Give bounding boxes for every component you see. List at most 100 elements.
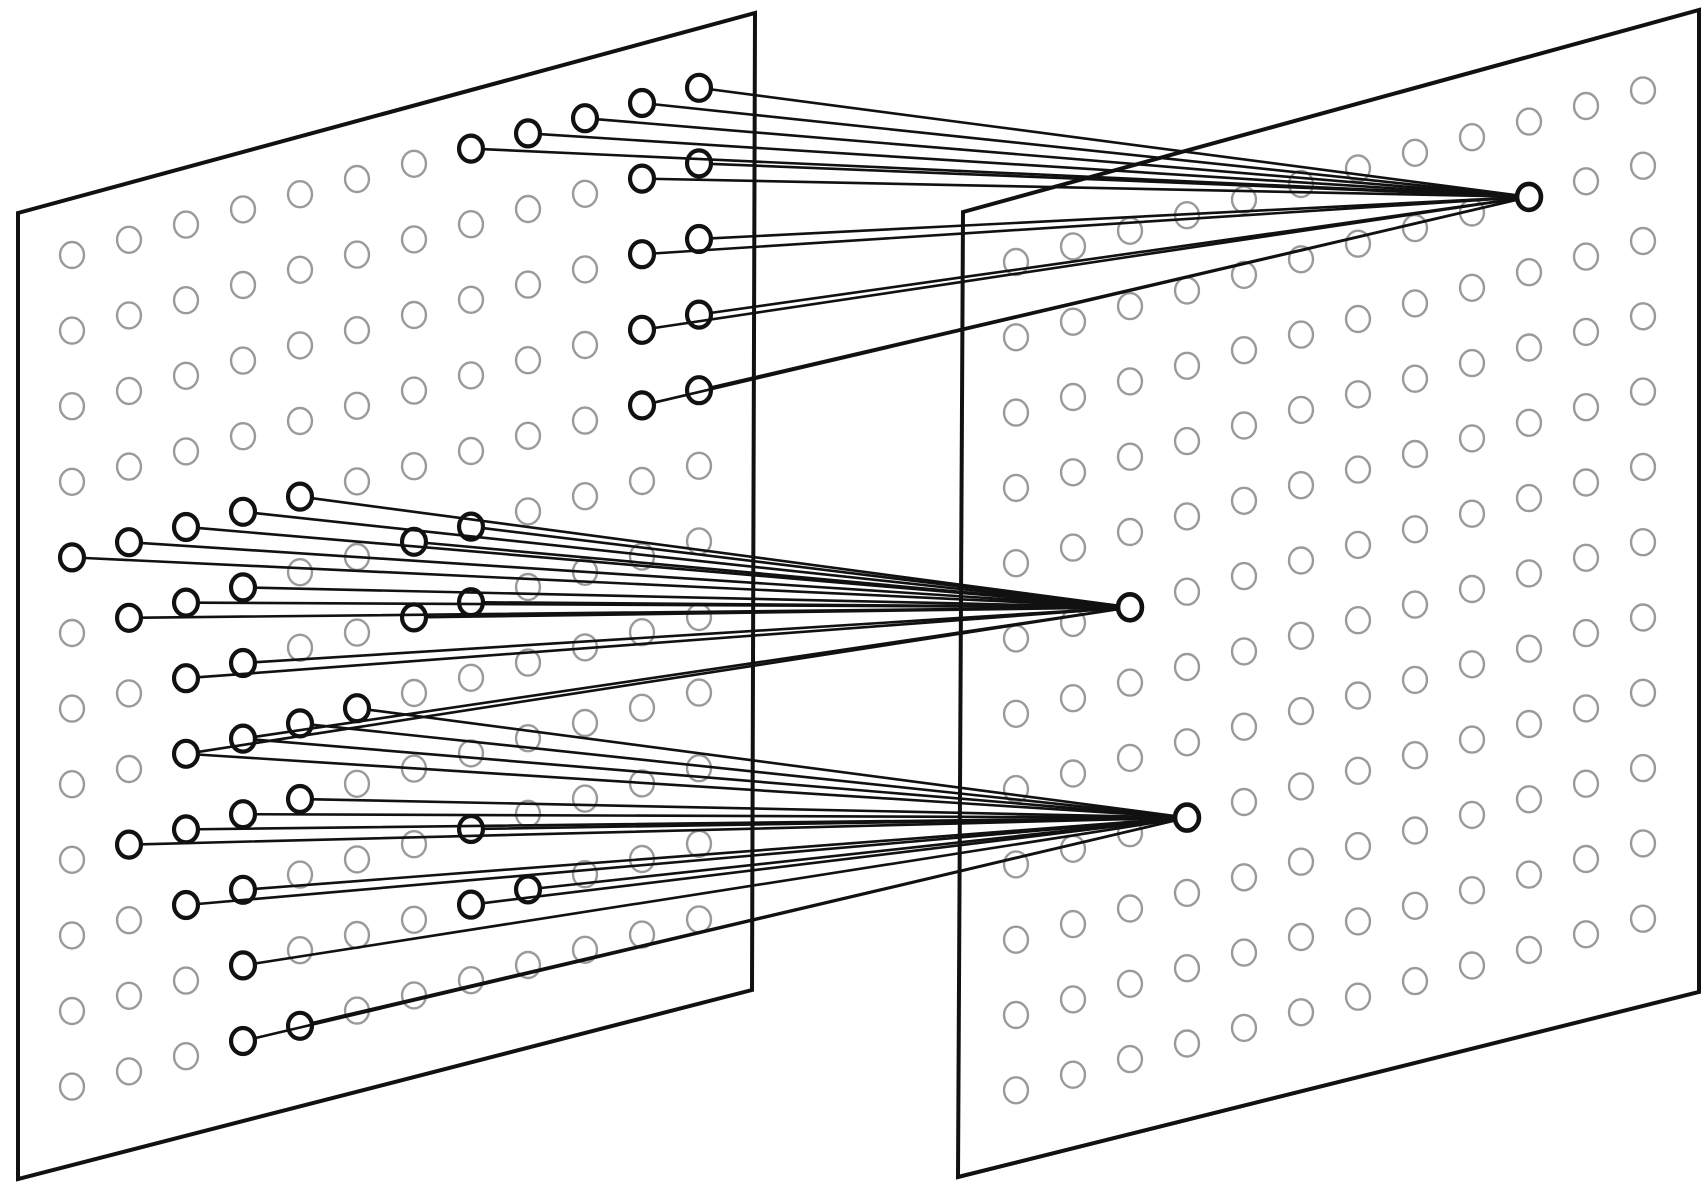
input-unit-active	[228, 647, 258, 679]
input-unit-active	[570, 103, 600, 134]
output-unit	[1002, 473, 1030, 503]
input-unit	[685, 602, 713, 632]
output-unit	[1401, 515, 1429, 544]
connection-line	[83, 556, 962, 601]
output-unit	[1230, 863, 1258, 892]
input-unit-active	[228, 1025, 258, 1057]
output-layer-plane	[955, 7, 1701, 1180]
input-unit-active	[171, 738, 201, 769]
input-unit-active	[456, 813, 486, 845]
output-unit	[1173, 502, 1201, 531]
input-unit-active	[627, 314, 657, 345]
input-unit	[115, 301, 143, 330]
input-unit-active	[171, 511, 201, 543]
input-layer-units	[57, 72, 714, 1101]
input-unit	[571, 330, 599, 360]
output-unit	[1287, 320, 1315, 349]
output-unit	[1629, 302, 1657, 331]
input-unit-active	[228, 950, 258, 981]
output-unit	[1344, 455, 1372, 484]
output-unit	[1230, 411, 1258, 440]
connection-line-on-output	[958, 818, 1176, 855]
connection-line-on-output	[958, 196, 1518, 228]
input-unit	[286, 255, 314, 284]
output-unit	[1458, 574, 1486, 604]
output-unit	[1002, 925, 1030, 954]
input-unit	[58, 996, 86, 1026]
output-unit	[1059, 533, 1087, 562]
output-unit	[1287, 546, 1315, 575]
connection-line-on-output	[958, 120, 1518, 197]
output-unit	[1572, 91, 1600, 121]
output-unit-target	[1514, 181, 1544, 213]
connection-line	[653, 177, 962, 187]
input-unit	[229, 270, 257, 300]
connection-line	[197, 526, 962, 595]
input-unit-active	[228, 723, 258, 754]
output-unit	[1515, 709, 1543, 739]
output-unit	[1572, 317, 1600, 347]
output-unit	[1629, 226, 1657, 256]
input-unit	[115, 679, 143, 708]
output-unit	[1572, 618, 1600, 648]
connection-line	[254, 631, 962, 738]
connection-line	[254, 738, 962, 800]
input-unit	[343, 391, 371, 420]
connection-line	[140, 541, 962, 598]
output-unit	[1344, 831, 1372, 861]
output-unit	[1230, 712, 1258, 741]
input-unit	[514, 648, 542, 677]
output-unit	[1230, 486, 1258, 515]
input-unit-active	[171, 663, 201, 694]
output-unit	[1059, 458, 1087, 487]
output-unit	[1344, 681, 1372, 710]
input-unit	[571, 406, 599, 435]
input-unit	[457, 436, 485, 466]
output-unit	[1629, 829, 1657, 858]
output-unit	[1230, 637, 1258, 666]
connection-line	[197, 618, 962, 679]
input-unit	[115, 1057, 143, 1086]
output-unit	[1287, 621, 1315, 650]
connection-line	[653, 329, 962, 404]
input-unit	[400, 830, 428, 859]
input-unit	[400, 300, 428, 330]
connection-line-on-output	[958, 607, 1119, 634]
output-unit	[1458, 424, 1486, 453]
output-unit	[1572, 167, 1600, 196]
output-unit	[1173, 426, 1201, 456]
input-unit	[58, 618, 86, 648]
input-unit-active	[342, 693, 372, 724]
connection-line-on-output	[958, 198, 1518, 331]
output-unit	[1344, 304, 1372, 334]
output-unit	[1458, 876, 1486, 905]
connection-line	[254, 586, 962, 605]
connection-line	[539, 841, 962, 890]
output-unit	[1458, 800, 1486, 830]
connection-line	[710, 162, 962, 176]
input-unit	[628, 693, 656, 722]
output-unit	[1116, 668, 1144, 697]
connection-line-on-output	[958, 606, 1119, 620]
input-unit-active	[171, 587, 201, 618]
input-unit-active	[399, 526, 429, 557]
output-unit	[1059, 684, 1087, 713]
output-unit	[1059, 382, 1087, 412]
input-layer-plane	[16, 10, 758, 1182]
output-unit	[1572, 694, 1600, 723]
connection-line	[425, 608, 962, 619]
connection-line	[311, 497, 962, 586]
output-unit	[1173, 276, 1201, 305]
output-unit	[1059, 232, 1087, 261]
output-unit	[1515, 483, 1543, 513]
input-unit	[58, 240, 86, 270]
input-unit	[457, 361, 485, 390]
output-unit	[1458, 725, 1486, 754]
output-unit	[1287, 395, 1315, 425]
input-unit-active	[114, 602, 144, 633]
input-unit-active	[228, 572, 258, 603]
connection-line	[482, 147, 962, 173]
output-unit	[1458, 273, 1486, 302]
input-unit	[343, 164, 371, 194]
output-unit	[1572, 769, 1600, 798]
